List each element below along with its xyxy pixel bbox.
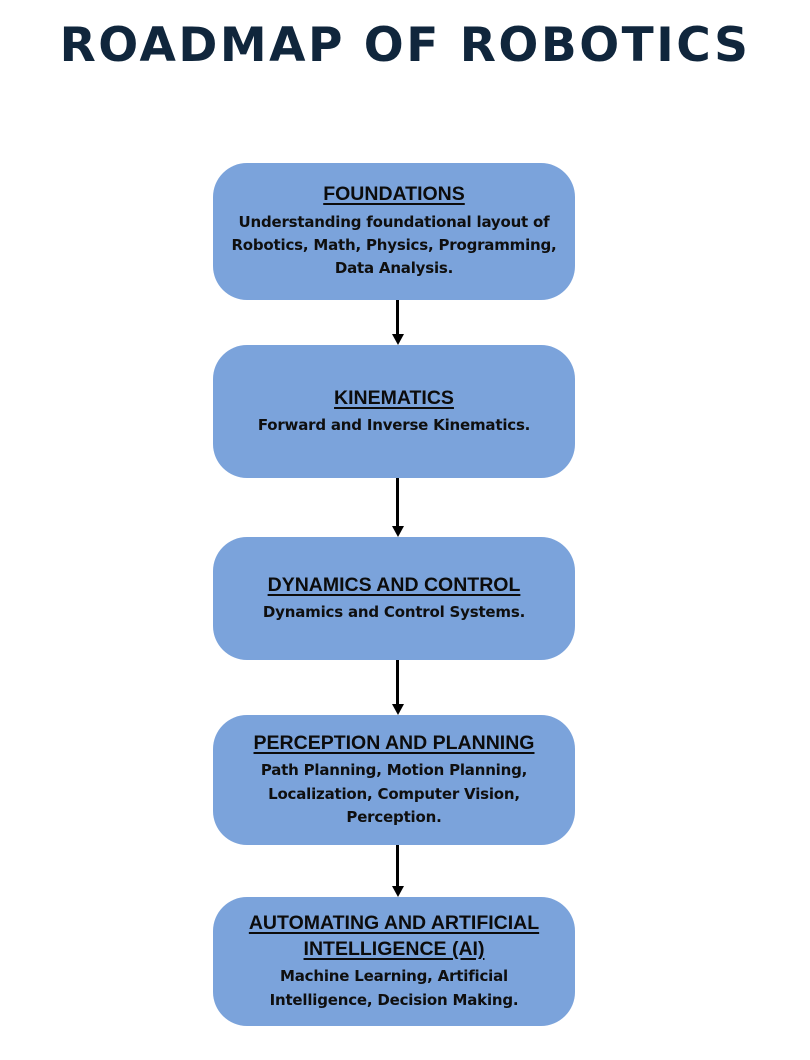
flow-node-perception-and-planning[interactable]: PERCEPTION AND PLANNING Path Planning, M… <box>213 715 575 845</box>
down-arrow-icon <box>392 845 404 897</box>
down-arrow-icon <box>392 478 404 537</box>
flow-node-body: Dynamics and Control Systems. <box>262 603 526 622</box>
flow-node-kinematics[interactable]: KINEMATICS Forward and Inverse Kinematic… <box>213 345 575 478</box>
arrow-head <box>392 704 404 715</box>
flow-node-heading: FOUNDATIONS <box>323 183 465 206</box>
flow-node-heading: DYNAMICS AND CONTROL <box>267 573 521 596</box>
flow-node-body: Forward and Inverse Kinematics. <box>257 416 531 435</box>
flow-node-automating-and-artificial-intelligence[interactable]: AUTOMATING AND ARTIFICIAL INTELLIGENCE (… <box>213 897 575 1026</box>
down-arrow-icon <box>392 300 404 345</box>
down-arrow-icon <box>392 660 404 715</box>
flow-node-body: Machine Learning, Artificial Intelligenc… <box>269 967 519 1009</box>
arrow-head <box>392 526 404 537</box>
arrow-shaft <box>396 845 399 886</box>
flow-node-heading: PERCEPTION AND PLANNING <box>253 731 535 754</box>
flow-node-body: Understanding foundational layout of Rob… <box>231 212 557 278</box>
arrow-head <box>392 334 404 345</box>
arrow-shaft <box>396 660 399 704</box>
arrow-shaft <box>396 300 399 334</box>
arrow-shaft <box>396 478 399 526</box>
flow-node-heading: AUTOMATING AND ARTIFICIAL INTELLIGENCE (… <box>248 912 540 960</box>
flow-node-foundations[interactable]: FOUNDATIONS Understanding foundational l… <box>213 163 575 300</box>
flow-node-heading: KINEMATICS <box>334 386 454 409</box>
flow-node-dynamics-and-control[interactable]: DYNAMICS AND CONTROL Dynamics and Contro… <box>213 537 575 660</box>
page-title: ROADMAP OF ROBOTICS <box>59 18 751 73</box>
flow-node-body: Path Planning, Motion Planning, Localiza… <box>260 761 528 826</box>
arrow-head <box>392 886 404 897</box>
